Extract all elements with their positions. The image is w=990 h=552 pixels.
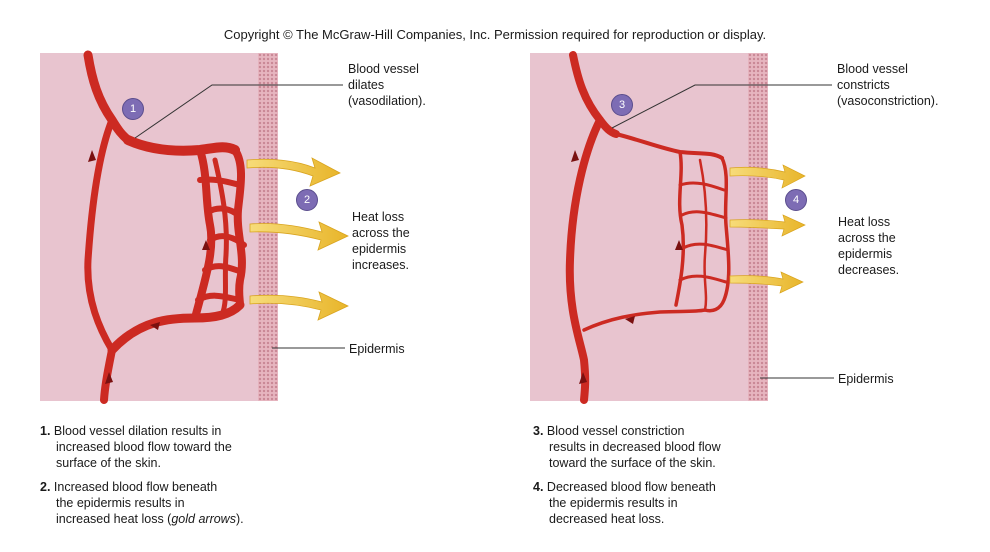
constricted-vessel-network — [565, 51, 731, 404]
epidermis-label-left: Epidermis — [349, 342, 405, 356]
heat-loss-increase-label: Heat loss across the epidermis increases… — [352, 210, 410, 272]
flow-arrowheads-left — [88, 150, 210, 384]
caption-3: 3. Blood vessel constriction results in … — [533, 424, 721, 470]
dermis-panel-constriction — [530, 53, 756, 401]
flow-arrowheads-right — [571, 150, 683, 384]
leader-lines-right — [611, 84, 834, 379]
step-badge-2: 2 — [296, 189, 318, 211]
leader-lines-left — [134, 84, 345, 349]
epidermis-label-right: Epidermis — [838, 372, 894, 386]
vasoconstriction-label: Blood vessel constricts (vasoconstrictio… — [837, 62, 939, 108]
caption-1: 1. Blood vessel dilation results in incr… — [40, 424, 232, 470]
caption-2: 2. Increased blood flow beneath the epid… — [40, 480, 244, 526]
heat-arrows-left — [246, 157, 349, 321]
dilated-vessel-network — [83, 50, 247, 404]
step-badge-1: 1 — [122, 98, 144, 120]
step-badge-3: 3 — [611, 94, 633, 116]
vasodilation-label: Blood vessel dilates (vasodilation). — [348, 62, 426, 108]
heat-loss-decrease-label: Heat loss across the epidermis decreases… — [838, 215, 900, 277]
copyright-notice: Copyright © The McGraw-Hill Companies, I… — [223, 27, 767, 42]
caption-4: 4. Decreased blood flow beneath the epid… — [533, 480, 716, 526]
step-badge-4: 4 — [785, 189, 807, 211]
heat-arrows-right — [729, 164, 806, 294]
